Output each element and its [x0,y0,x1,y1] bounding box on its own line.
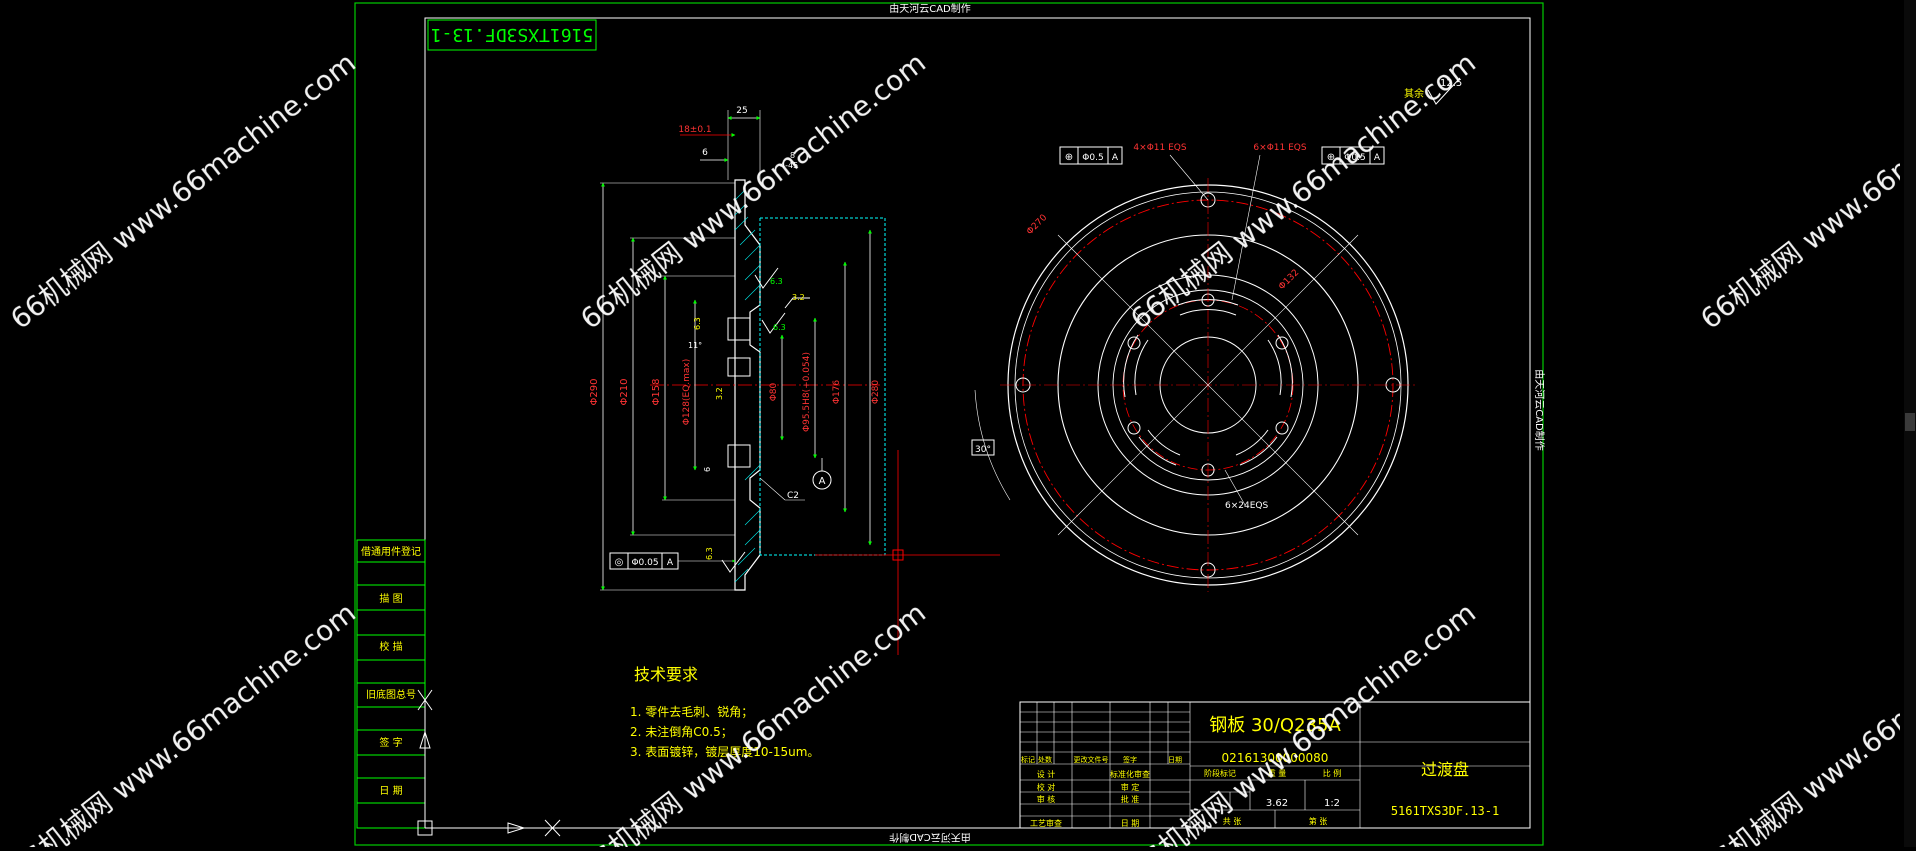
tb-material: 钢板 30/Q235A [1209,715,1341,736]
dim-gap: 6 [703,467,712,472]
note-holes-b: 6×Φ11 EQS [1253,143,1306,153]
front-view: ⊕ Φ0.5 A ⊕ Φ0.5 A 4×Φ11 EQS 6×Φ11 EQS Φ2… [971,143,1416,592]
note-holes-a: 4×Φ11 EQS [1133,143,1186,153]
rough-6: 6.3 [705,547,714,560]
surface-rest-value: 12.5 [1440,78,1462,89]
tb-r-approve: 批 准 [1121,794,1140,804]
dim-d1: 18±0.1 [678,125,711,135]
tb-r-mass: 重 量 [1268,768,1287,778]
tech-requirements: 技术要求 1. 零件去毛刺、锐角； 2. 未注倒角C0.5； 3. 表面镀锌，镀… [630,665,819,759]
tb-h-date: 日期 [1168,756,1182,764]
watermarks: 66机械网 www.66machine.com 66机械网 www.66mach… [4,46,1916,851]
rough-2: 6.3 [773,323,786,332]
tb-drawing-no: 5161TXS3DF.13-1 [1391,804,1499,818]
tech-req-item-2: 3. 表面镀锌，镀层厚度10-15um。 [630,744,819,759]
dim-dia210: Φ210 [619,379,630,406]
watermark-3: 66机械网 www.66machine.com [1124,46,1482,336]
frame-caption-right: 由天河云CAD制作 [1533,369,1546,451]
tb-h-count: 处数 [1038,755,1052,764]
dim-dia290: Φ290 [589,379,600,406]
watermark-5: 66机械网 www.66machine.com [4,596,362,847]
frame-caption-bottom: 由天河云CAD制作 [889,831,971,844]
side-row-3: 旧底图总号 [366,688,416,701]
tb-r-stage: 阶段标记 [1204,768,1236,778]
watermark-6: 66机械网 www.66machine.com [574,596,932,847]
tb-r-date: 日 期 [1121,819,1140,828]
dim-c2: C2 [787,491,799,501]
dim-d4: 4-45 [780,161,798,170]
tb-r-check: 校 对 [1037,782,1056,792]
dim-slots: 6×24EQS [1225,501,1268,511]
tech-req-item-0: 1. 零件去毛刺、锐角； [630,705,753,719]
ucs-icon [417,689,561,837]
side-row-1: 描 图 [379,592,402,605]
dim-top-width: 25 [736,106,747,116]
surface-rest-label: 其余 [1404,87,1424,100]
drawing-no-box [427,19,597,51]
tb-r-design: 设 计 [1037,769,1056,779]
tol-value-left: Φ0.5 [1082,153,1103,163]
scrollbar-thumb[interactable] [1905,413,1915,431]
side-row-5: 日 期 [379,785,402,797]
tb-h-file: 更改文件号 [1074,755,1109,764]
dim-dia158: Φ158 [651,379,662,406]
roughness-symbol [1427,77,1461,105]
tol-symbol-left: ⊕ [1065,152,1073,163]
dim-dia132: Φ132 [1277,268,1301,292]
dim-dia176: Φ176 [832,380,842,405]
dim-dia955: Φ95.5H8(+0.054) [802,352,812,432]
tb-r-std: 标准化审查 [1110,769,1150,779]
side-row-2: 校 描 [379,640,402,653]
tb-scale: 1:2 [1324,798,1340,809]
tb-sheet: 第 张 [1309,816,1328,826]
dim-dia80: Φ80 [769,382,779,401]
tol-value-right: Φ0.5 [1344,153,1365,163]
tol-datum-right: A [1374,153,1381,163]
tol-symbol-right: ⊕ [1327,152,1335,163]
tb-part-name: 过渡盘 [1421,760,1469,779]
drawing-no-rotated: 5161TXS3DF.13-1 [431,24,594,45]
tech-req-item-1: 2. 未注倒角C0.5； [630,724,733,739]
dim-d3: 8 [790,151,795,160]
tb-code: 02161300000080 [1222,751,1329,765]
frame-caption-top: 由天河云CAD制作 [889,2,971,15]
watermark-4: 66机械网 www.66machine.com [1694,46,1900,336]
dim-d2: 6 [702,148,708,158]
dim-dia270: Φ270 [1025,213,1049,237]
side-panel: 借通用件登记 描 图 校 描 旧底图总号 签 字 日 期 [356,539,426,829]
title-block: 标记 处数 更改文件号 签字 日期 设 计 标准化审查 校 对 审 定 审 核 … [1019,701,1531,829]
section-view: 25 18±0.1 6 8 4-45 Φ290 Φ210 Φ158 Φ128(E… [589,106,1000,655]
tb-r-process: 工艺审查 [1030,818,1062,828]
dim-angle-30: 30° [975,445,991,455]
tb-r-scale: 比 例 [1323,768,1342,778]
tech-req-title: 技术要求 [634,665,698,684]
side-row-4: 签 字 [379,736,402,749]
outer-frame [354,2,1544,846]
tb-sheet-total: 共 张 [1223,817,1242,826]
rough-4: 6.3 [693,317,702,330]
tb-mass: 3.62 [1266,798,1288,809]
tb-r-review: 审 定 [1121,782,1140,792]
dim-dia128: Φ128(EQ.max) [682,359,692,426]
watermark-1: 66机械网 www.66machine.com [4,46,362,336]
tol-symbol-section: ◎ [615,557,624,568]
dim-angle: 11° [688,341,702,350]
tol-datum-section: A [667,558,674,568]
tb-h-mark: 标记 [1021,755,1035,764]
tb-h-sign: 签字 [1123,755,1137,764]
tol-datum-left: A [1112,153,1119,163]
rough-5: 3.2 [715,387,724,400]
tb-r-audit: 审 核 [1037,794,1056,804]
datum-a-section: A [819,476,826,487]
rough-1: 6.3 [770,277,783,286]
rough-3: 3.2 [792,293,805,302]
tol-value-section: Φ0.05 [631,558,658,568]
dim-dia280: Φ280 [871,380,881,405]
watermark-8: 66机械网 www.66machine.com [1694,596,1900,847]
vertical-scrollbar[interactable] [1904,0,1916,847]
inner-frame [424,17,1531,829]
side-row-0: 借通用件登记 [361,545,421,558]
